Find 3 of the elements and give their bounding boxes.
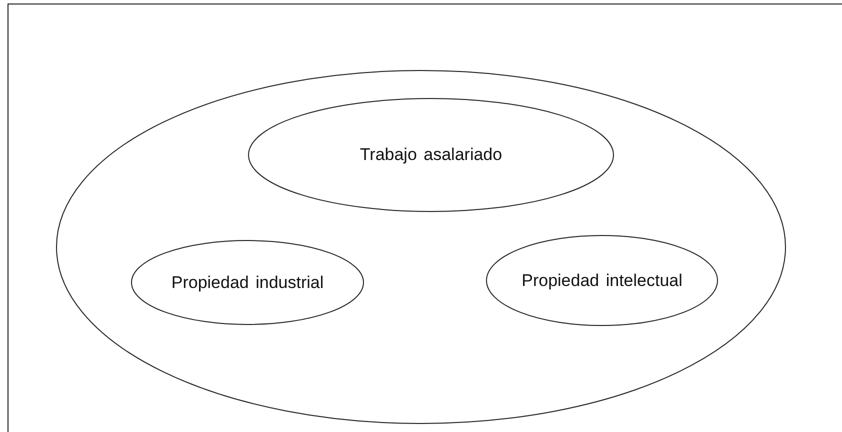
node-label: Propiedad industrial [171,272,324,292]
node-label: Trabajo asalariado [360,145,502,165]
node-label: Propiedad intelectual [522,270,682,290]
